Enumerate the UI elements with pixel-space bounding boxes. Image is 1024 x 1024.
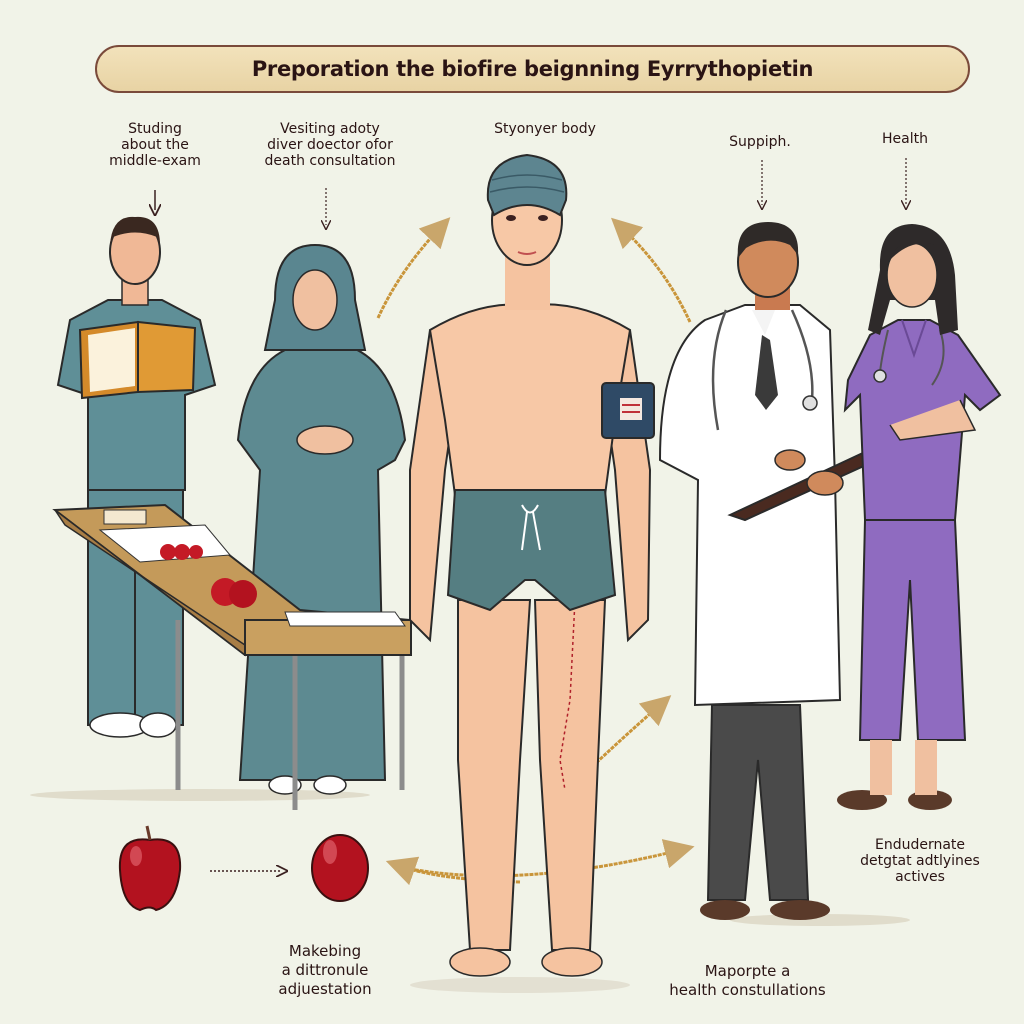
bowl-of-fruit-icon [160,544,203,560]
label-health: Health [882,131,928,147]
apple-icon [118,825,182,912]
label-arrows [155,158,906,225]
label-studying: Studing about the middle-exam [109,121,201,169]
figure-nurse [837,224,1002,810]
label-endurance: Endudernate detgtat adtlyines actives [860,837,980,885]
page-title: Preporation the biofire beignning Eyrryt… [251,57,814,81]
label-body: Styonyer body [494,121,596,137]
label-supplement: Suppiph. [729,134,791,150]
red-fruit-icon [211,578,257,608]
figure-student [56,216,217,738]
label-visiting-doctor: Vesiting adoty diver doector ofor death … [264,121,396,169]
label-health-consultation: Maporpte a health constullations [669,962,826,999]
floor-shadows [30,789,910,993]
title-banner: Preporation the biofire beignning Eyrryt… [95,45,970,93]
book-icon [78,320,197,400]
examination-table [52,503,412,810]
figure-patient [409,153,655,977]
figure-hijab-woman [236,243,407,795]
figure-doctor [658,222,890,920]
blood-pressure-cuff-icon [601,382,655,439]
label-diet-adjustment: Makebing a dittronule adjuestation [278,942,372,998]
red-fruit-icon [311,834,369,902]
